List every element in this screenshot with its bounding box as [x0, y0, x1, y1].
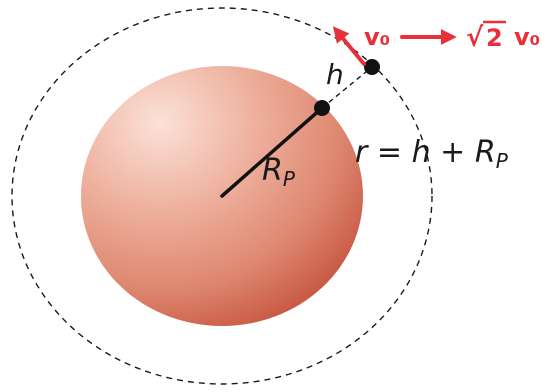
sqrt2-v0-label: √ 2 v₀: [466, 20, 540, 53]
radius-label: RP: [262, 153, 296, 191]
satellite-point: [364, 59, 380, 75]
formula-R: R: [475, 135, 496, 170]
orbit-radius-formula: r = h + RP: [355, 135, 509, 173]
radius-symbol: R: [262, 153, 283, 188]
altitude-line: [321, 66, 373, 109]
arrow-up-left-icon: [332, 26, 366, 66]
formula-r: r: [355, 135, 369, 170]
radius-line: [220, 106, 324, 198]
surface-point: [314, 100, 330, 116]
orbit-circle: [11, 7, 433, 385]
v0-label-right: v₀: [514, 23, 540, 51]
height-label: h: [326, 58, 344, 91]
v0-label-left: v₀: [364, 23, 390, 51]
sqrt-symbol: √: [466, 23, 484, 53]
sqrt-arg: 2: [486, 24, 503, 52]
radius-subscript: P: [283, 167, 296, 191]
formula-plus: +: [440, 135, 465, 170]
formula-h: h: [412, 135, 431, 170]
formula-subscript: P: [496, 149, 509, 173]
formula-equals: =: [377, 135, 402, 170]
